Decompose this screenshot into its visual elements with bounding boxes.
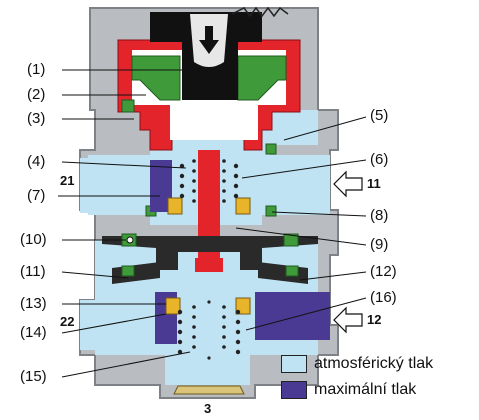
callout-13: (13) bbox=[20, 295, 47, 312]
callout-3: (3) bbox=[27, 110, 46, 127]
legend-maximum: maximální tlak bbox=[281, 381, 416, 399]
seal-10-right bbox=[283, 233, 299, 247]
seal-10-marker bbox=[126, 236, 134, 244]
seal-3-right bbox=[265, 143, 277, 155]
lower-valve-seat-left bbox=[165, 297, 181, 315]
callout-1: (1) bbox=[27, 61, 46, 78]
atmospheric-port-22 bbox=[80, 300, 155, 350]
piston-stem-tip bbox=[195, 258, 223, 272]
legend-atmospheric: atmosférický tlak bbox=[281, 355, 433, 373]
seal-3-left bbox=[121, 99, 135, 113]
upper-return-spring bbox=[231, 6, 289, 18]
port-12-channel bbox=[255, 292, 330, 340]
callout-6: (6) bbox=[370, 151, 389, 168]
seal-11-right bbox=[285, 265, 299, 277]
legend-label-atmospheric: atmosférický tlak bbox=[314, 355, 434, 372]
seal-11-left bbox=[121, 265, 135, 277]
callout-4: (4) bbox=[27, 153, 46, 170]
legend-label-maximum: maximální tlak bbox=[314, 381, 417, 398]
seal-8-right bbox=[265, 205, 277, 217]
exhaust-silencer bbox=[173, 385, 245, 395]
callout-11: (11) bbox=[20, 263, 46, 280]
callout-2: (2) bbox=[27, 86, 46, 103]
legend-swatch-atmospheric bbox=[281, 355, 307, 373]
lower-diaphragm-plate bbox=[112, 262, 308, 284]
lower-coil-spring bbox=[177, 300, 241, 360]
callout-15: (15) bbox=[20, 368, 47, 385]
callout-10: (10) bbox=[20, 231, 47, 248]
port-label-12: 12 bbox=[367, 312, 382, 327]
callout-9: (9) bbox=[370, 236, 389, 253]
rubber-spring-left bbox=[131, 55, 181, 101]
port-12-arrow bbox=[333, 306, 363, 334]
lower-valve-seat-right bbox=[235, 297, 251, 315]
upper-valve-body-left bbox=[150, 160, 172, 212]
callout-16: (16) bbox=[370, 289, 397, 306]
upper-valve-seat-left bbox=[167, 197, 183, 215]
upper-coil-spring bbox=[179, 159, 239, 203]
actuating-force-arrow bbox=[199, 26, 219, 54]
callout-7: (7) bbox=[27, 187, 46, 204]
leader-lines bbox=[58, 69, 367, 378]
callout-14: (14) bbox=[20, 324, 47, 341]
diaphragm-plate bbox=[102, 236, 318, 270]
atmospheric-port-21 bbox=[80, 158, 150, 213]
port-label-21: 21 bbox=[60, 173, 75, 188]
port-label-11: 11 bbox=[367, 176, 381, 191]
callout-5: (5) bbox=[370, 107, 389, 124]
port-11-arrow bbox=[333, 170, 363, 198]
callout-12: (12) bbox=[370, 263, 397, 280]
port-label-22: 22 bbox=[60, 314, 75, 329]
upper-valve-seat-right bbox=[235, 197, 251, 215]
callout-8: (8) bbox=[370, 207, 389, 224]
port-label-3: 3 bbox=[204, 401, 212, 416]
legend-swatch-maximum bbox=[281, 381, 307, 399]
